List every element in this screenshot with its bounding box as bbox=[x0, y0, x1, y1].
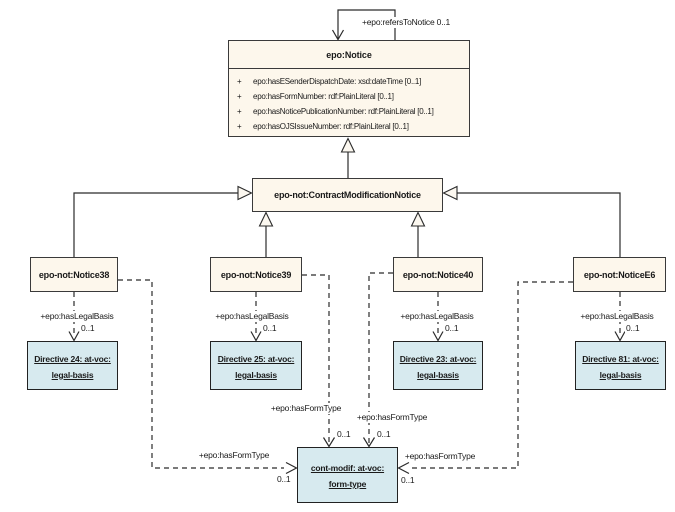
multiplicity-hasFormType-noticeE6: 0..1 bbox=[400, 475, 416, 486]
class-attribute: + epo:hasOJSIssueNumber: rdf:PlainLitera… bbox=[237, 122, 409, 131]
attribute-compartment: + epo:hasESenderDispatchDate: xsd:dateTi… bbox=[229, 69, 469, 134]
label-hasLegalBasis-notice39: +epo:hasLegalBasis bbox=[214, 311, 290, 322]
open-arrowhead-formtype-39 bbox=[322, 437, 336, 448]
open-arrowhead-formtype-40 bbox=[362, 437, 376, 448]
enum-cont-modif-form-type[interactable]: cont-modif: at-voc: form-type bbox=[297, 447, 398, 503]
label-hasLegalBasis-noticeE6: +epo:hasLegalBasis bbox=[579, 311, 655, 322]
class-attribute: + epo:hasNoticePublicationNumber: rdf:Pl… bbox=[237, 107, 434, 116]
class-title-epo-notice: epo:Notice bbox=[229, 41, 469, 69]
multiplicity-hasLegalBasis-notice40: 0..1 bbox=[444, 323, 460, 334]
class-notice40[interactable]: epo-not:Notice40 bbox=[393, 257, 483, 292]
generalization-arrowhead-notice40 bbox=[410, 211, 426, 227]
multiplicity-hasFormType-notice38: 0..1 bbox=[276, 474, 292, 485]
class-attribute: + epo:hasESenderDispatchDate: xsd:dateTi… bbox=[237, 77, 422, 86]
association-noticeE6-hasFormType bbox=[410, 281, 573, 469]
multiplicity-hasLegalBasis-notice38: 0..1 bbox=[80, 323, 96, 334]
generalization-arrowhead-notice bbox=[340, 137, 356, 153]
label-hasLegalBasis-notice38: +epo:hasLegalBasis bbox=[39, 311, 115, 322]
multiplicity-hasLegalBasis-noticeE6: 0..1 bbox=[625, 323, 641, 334]
open-arrowhead-formtype-E6 bbox=[397, 461, 410, 475]
multiplicity-hasLegalBasis-notice39: 0..1 bbox=[262, 323, 278, 334]
open-arrowhead-legalbasis-40 bbox=[432, 331, 444, 342]
class-contract-modification-notice[interactable]: epo-not:ContractModificationNotice bbox=[252, 178, 443, 212]
multiplicity-hasFormType-notice40: 0..1 bbox=[376, 429, 392, 440]
open-arrowhead-refersToNotice bbox=[331, 29, 345, 41]
generalization-arrowhead-noticeE6 bbox=[442, 185, 458, 201]
class-epo-notice[interactable]: epo:Notice + epo:hasESenderDispatchDate:… bbox=[228, 40, 470, 137]
multiplicity-hasFormType-notice39: 0..1 bbox=[336, 429, 352, 440]
class-noticeE6[interactable]: epo-not:NoticeE6 bbox=[573, 257, 666, 292]
generalization-arrowhead-notice39 bbox=[258, 211, 274, 227]
generalization-notice38-to-cmn bbox=[73, 192, 238, 257]
association-notice38-hasFormType bbox=[118, 279, 284, 469]
label-hasFormType-noticeE6: +epo:hasFormType bbox=[403, 451, 477, 462]
enum-directive23-legal-basis[interactable]: Directive 23: at-voc: legal-basis bbox=[393, 341, 483, 390]
association-notice40-hasFormType bbox=[368, 272, 393, 444]
generalization-noticeE6-to-cmn bbox=[457, 192, 621, 257]
open-arrowhead-legalbasis-39 bbox=[250, 331, 262, 342]
enum-directive25-legal-basis[interactable]: Directive 25: at-voc: legal-basis bbox=[210, 341, 302, 390]
class-attribute: + epo:hasFormNumber: rdf:PlainLiteral [0… bbox=[237, 92, 394, 101]
enum-directive81-legal-basis[interactable]: Directive 81: at-voc: legal-basis bbox=[575, 341, 666, 390]
class-notice38[interactable]: epo-not:Notice38 bbox=[30, 257, 118, 292]
label-hasFormType-notice40: +epo:hasFormType bbox=[355, 412, 429, 423]
enum-directive24-legal-basis[interactable]: Directive 24: at-voc: legal-basis bbox=[27, 341, 118, 390]
open-arrowhead-legalbasis-E6 bbox=[614, 331, 626, 342]
class-notice39[interactable]: epo-not:Notice39 bbox=[210, 257, 302, 292]
open-arrowhead-formtype-38 bbox=[285, 461, 298, 475]
generalization-arrowhead-notice38 bbox=[237, 185, 253, 201]
label-hasFormType-notice39: +epo:hasFormType bbox=[269, 403, 343, 414]
label-refersToNotice: +epo:refersToNotice 0..1 bbox=[361, 17, 452, 28]
label-hasLegalBasis-notice40: +epo:hasLegalBasis bbox=[399, 311, 475, 322]
label-hasFormType-notice38: +epo:hasFormType bbox=[197, 450, 271, 461]
open-arrowhead-legalbasis-38 bbox=[68, 331, 80, 342]
association-notice39-hasFormType bbox=[302, 274, 330, 444]
